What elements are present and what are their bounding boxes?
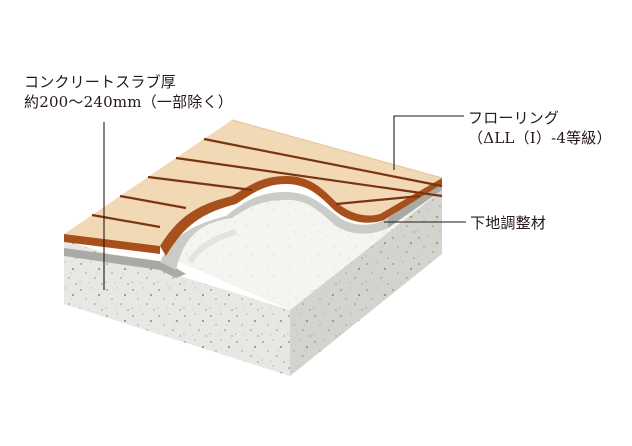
underlay-top [160, 182, 442, 270]
flooring-layer [64, 119, 443, 256]
slab-label-line2: 約200〜240mm（一部除く） [24, 93, 233, 111]
plank-grooves [91, 137, 443, 229]
plank-groove-5 [203, 137, 443, 188]
plank-groove-6 [335, 194, 421, 206]
leader-flooring [393, 115, 464, 170]
flooring-label-line1: フローリング [468, 109, 560, 127]
flooring-label: フローリング （ΔLL（Ⅰ）-4等級） [468, 108, 612, 148]
plank-groove-4 [175, 156, 443, 198]
plank-groove-1 [91, 213, 161, 229]
underlay-label: 下地調整材 [470, 214, 547, 232]
leader-lines [103, 115, 466, 290]
plank-groove-3 [147, 175, 253, 192]
wood-top-surface [64, 120, 442, 246]
wood-peel-edge [160, 176, 442, 256]
plank-groove-2 [119, 194, 187, 210]
underlay-left-side [64, 248, 186, 278]
wood-front-edge [64, 234, 160, 254]
slab-label-line1: コンクリートスラブ厚 [24, 73, 177, 91]
flooring-label-line2: （ΔLL（Ⅰ）-4等級） [468, 129, 612, 147]
slab-thickness-label: コンクリートスラブ厚 約200〜240mm（一部除く） [24, 72, 233, 112]
concrete-slab [64, 190, 442, 376]
